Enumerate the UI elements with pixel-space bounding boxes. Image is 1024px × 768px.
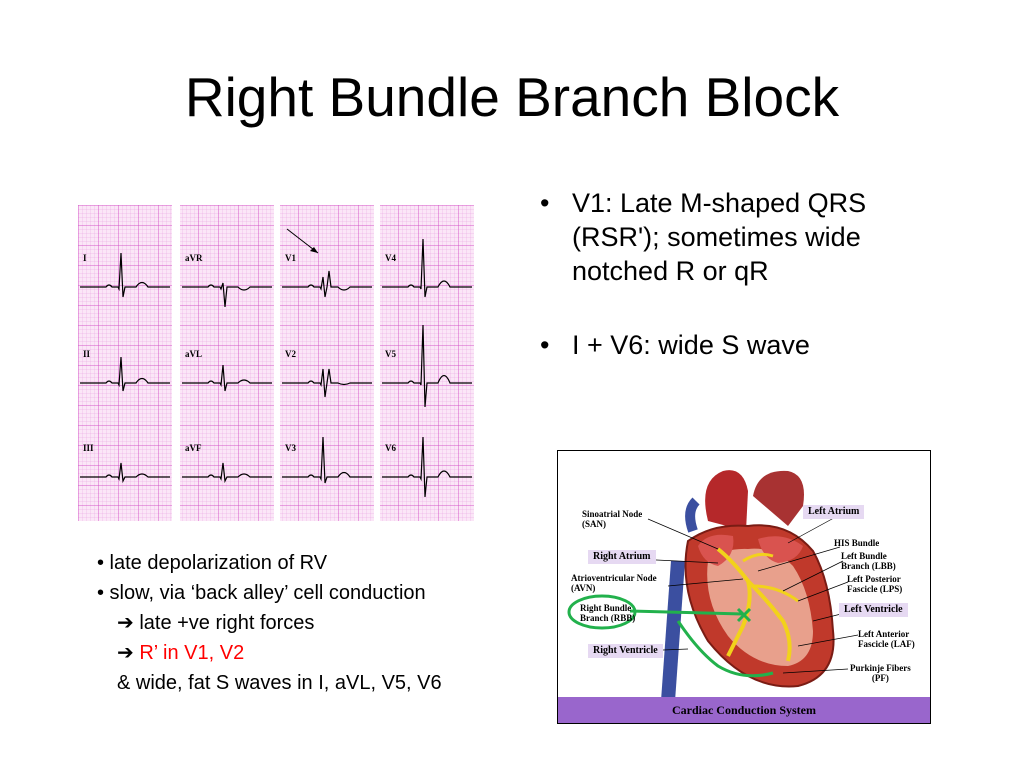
note-text: late +ve right forces <box>139 612 315 634</box>
ecg-grid-lines <box>180 205 274 521</box>
ecg-lead-label: I <box>83 253 87 263</box>
ecg-lead-label: aVL <box>185 349 202 359</box>
note-line: • slow, via ‘back alley’ cell conduction <box>97 582 426 604</box>
ecg-trace <box>182 462 272 484</box>
ecg-grid-lines <box>380 205 474 521</box>
diagram-caption: Cardiac Conduction System <box>558 697 930 723</box>
ecg-trace <box>80 252 170 298</box>
ecg-lead-label: V4 <box>385 253 396 263</box>
ecg-trace <box>80 462 170 484</box>
ecg-trace <box>382 238 472 298</box>
label-san: Sinoatrial Node (SAN) <box>582 509 643 529</box>
ecg-trace <box>382 436 472 498</box>
label-left-atrium: Left Atrium <box>803 505 865 519</box>
label-lbb: Left Bundle Branch (LBB) <box>841 551 896 571</box>
arrow-icon: ➔ <box>117 642 134 664</box>
ecg-lead-label: V5 <box>385 349 396 359</box>
ecg-grid-lines <box>280 205 374 521</box>
bullet-i-v6: • I + V6: wide S wave <box>540 328 960 362</box>
key-points-list: • V1: Late M-shaped QRS (RSR'); sometime… <box>540 186 960 402</box>
ecg-trace <box>182 364 272 392</box>
bullet-text: I + V6: wide S wave <box>572 330 810 360</box>
heart-illustration <box>567 470 859 702</box>
ecg-trace <box>80 356 170 392</box>
ecg-grid-lines <box>78 205 172 521</box>
ecg-trace <box>282 270 372 298</box>
bullet-v1: • V1: Late M-shaped QRS (RSR'); sometime… <box>540 186 960 288</box>
label-right-atrium: Right Atrium <box>588 550 656 564</box>
note-text-highlight: R’ in V1, V2 <box>139 642 245 664</box>
label-his-bundle: HIS Bundle <box>834 538 880 548</box>
ecg-trace <box>282 368 372 398</box>
note-line: ➔ R’ in V1, V2 <box>97 638 537 668</box>
ecg-trace <box>282 436 372 484</box>
ecg-trace <box>382 324 472 408</box>
cardiac-conduction-diagram: Sinoatrial Node (SAN) Left Atrium HIS Bu… <box>557 450 931 724</box>
label-right-ventricle: Right Ventricle <box>588 644 663 658</box>
label-left-ventricle: Left Ventricle <box>839 603 908 617</box>
label-lps: Left Posterior Fascicle (LPS) <box>847 574 903 594</box>
notes-block: • late depolarization of RV • slow, via … <box>97 548 537 698</box>
label-purkinje: Purkinje Fibers (PF) <box>850 663 911 683</box>
arrow-icon: ➔ <box>117 612 134 634</box>
slide-title: Right Bundle Branch Block <box>184 66 840 128</box>
ecg-lead-label: aVF <box>185 443 202 453</box>
ecg-lead-label: II <box>83 349 91 359</box>
note-line: • late depolarization of RV <box>97 552 328 574</box>
annotation-arrowhead <box>310 247 318 253</box>
label-rbb: Right Bundle Branch (RBB) <box>580 603 636 623</box>
ecg-lead-label: aVR <box>185 253 203 263</box>
note-line: & wide, fat S waves in I, aVL, V5, V6 <box>117 672 442 694</box>
ecg-lead-label: V1 <box>285 253 296 263</box>
label-laf: Left Anterior Fascicle (LAF) <box>858 629 915 649</box>
ecg-lead-label: III <box>83 443 94 453</box>
note-line: ➔ late +ve right forces <box>97 608 537 638</box>
ecg-lead-label: V6 <box>385 443 396 453</box>
bullet-dot: • <box>540 330 550 360</box>
ecg-lead-label: V3 <box>285 443 296 453</box>
label-avn: Atrioventricular Node (AVN) <box>571 573 657 593</box>
ecg-lead-label: V2 <box>285 349 296 359</box>
bullet-text: V1: Late M-shaped QRS (RSR'); sometimes … <box>572 188 867 286</box>
ecg-trace <box>182 282 272 308</box>
bullet-dot: • <box>540 188 550 218</box>
